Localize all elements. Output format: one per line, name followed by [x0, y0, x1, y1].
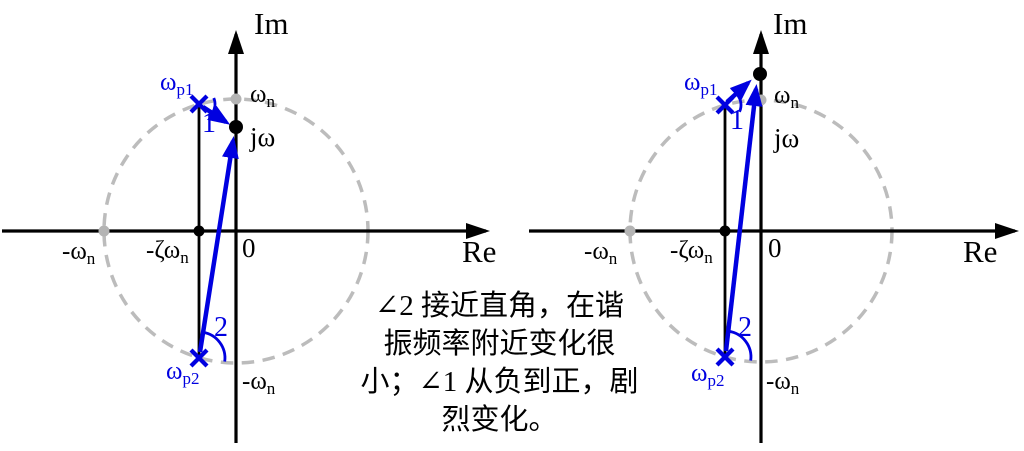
p2-subscript: p2: [707, 370, 725, 390]
neg-zeta-omega-n-label: -ζωn: [146, 237, 189, 266]
angle1-arc: [735, 93, 743, 113]
neg-zeta-omega-base: -ζω: [670, 237, 705, 264]
p2-subscript: p2: [182, 368, 200, 388]
neg-omega-base: -ω: [766, 368, 791, 395]
neg-omega-n-bottom-label: -ωn: [766, 368, 799, 397]
re-axis-label: Re: [963, 236, 997, 267]
n-subscript: n: [266, 378, 276, 398]
omega-base: ω: [684, 69, 701, 96]
re-text: Re: [963, 234, 998, 269]
re-text: Re: [462, 234, 497, 269]
j-omega-label: jω: [774, 125, 799, 152]
vector-from-pole2: [723, 84, 763, 352]
origin-label: 0: [242, 235, 256, 262]
angle1-label: 1: [730, 107, 744, 135]
angle1-label: 1: [202, 110, 216, 138]
omega-n-label: ωn: [774, 82, 799, 111]
im-axis-label: Im: [254, 8, 288, 39]
caption-line: 小；∠1 从负到正，剧: [360, 366, 639, 398]
omega-p1-label: ωp1: [160, 69, 193, 98]
im-text: Im: [773, 6, 808, 41]
origin-label: 0: [768, 235, 782, 262]
omega-base: ω: [774, 82, 791, 109]
omega-p2-label: ωp2: [691, 360, 724, 389]
caption-text: ∠2 接近直角，在谐 振频率附近变化很 小；∠1 从负到正，剧 烈变化。: [327, 287, 672, 439]
angle2-text: 2: [214, 312, 228, 343]
p1-subscript: p1: [176, 79, 194, 99]
angle1-text: 1: [202, 108, 216, 139]
omega-base: ω: [166, 358, 183, 385]
diagram-left: [2, 30, 490, 443]
omega-n-point: [230, 93, 242, 105]
omega-p1-label: ωp1: [684, 69, 717, 98]
neg-zeta-omega-base: -ζω: [146, 237, 181, 264]
omega-p2-label: ωp2: [166, 358, 199, 387]
j-omega-text: jω: [774, 123, 800, 153]
neg-omega-n-label: -ωn: [584, 238, 617, 267]
im-text: Im: [254, 6, 289, 41]
n-subscript: n: [790, 378, 800, 398]
angle1-text: 1: [730, 105, 744, 136]
n-subscript: n: [704, 247, 713, 267]
angle2-arc: [202, 330, 227, 362]
n-subscript: n: [608, 248, 618, 268]
origin-text: 0: [768, 233, 782, 263]
caption-line: ∠2 接近直角，在谐: [374, 290, 625, 322]
diagram-right: [529, 30, 1019, 443]
j-omega-point: [753, 67, 767, 81]
angle2-text: 2: [738, 312, 752, 343]
neg-zeta-omega-n-point: [719, 225, 731, 237]
j-omega-label: jω: [250, 124, 275, 151]
neg-omega-n-point: [98, 225, 110, 237]
neg-omega-n-label: -ωn: [62, 238, 95, 267]
j-omega-text: jω: [250, 122, 276, 152]
n-subscript: n: [180, 247, 189, 267]
omega-base: ω: [160, 69, 177, 96]
n-subscript: n: [790, 92, 799, 112]
n-subscript: n: [266, 91, 275, 111]
re-axis-label: Re: [462, 236, 496, 267]
pole2-x-icon: [189, 348, 209, 368]
neg-zeta-omega-n-point: [193, 225, 205, 237]
omega-n-label: ωn: [250, 81, 275, 110]
angle2-label: 2: [214, 314, 228, 342]
pole2-x-icon: [715, 347, 735, 367]
neg-omega-base: -ω: [584, 238, 609, 265]
im-axis-label: Im: [773, 8, 807, 39]
neg-omega-base: -ω: [242, 368, 267, 395]
neg-omega-n-point: [624, 225, 636, 237]
caption-line: 振频率附近变化很: [383, 328, 616, 360]
angle2-label: 2: [738, 314, 752, 342]
j-omega-point: [229, 120, 243, 134]
angle2-arc: [728, 329, 753, 361]
n-subscript: n: [86, 248, 96, 268]
neg-zeta-omega-n-label: -ζωn: [670, 237, 713, 266]
neg-omega-n-bottom-label: -ωn: [242, 368, 275, 397]
vector-from-pole2: [197, 136, 239, 353]
pole1-x-icon: [715, 95, 735, 115]
omega-base: ω: [250, 81, 267, 108]
p1-subscript: p1: [700, 79, 718, 99]
neg-omega-base: -ω: [62, 238, 87, 265]
pole1-x-icon: [189, 94, 209, 114]
omega-base: ω: [691, 360, 708, 387]
origin-text: 0: [242, 233, 256, 263]
angle1-arc: [211, 97, 217, 114]
caption-line: 烈变化。: [441, 404, 558, 436]
